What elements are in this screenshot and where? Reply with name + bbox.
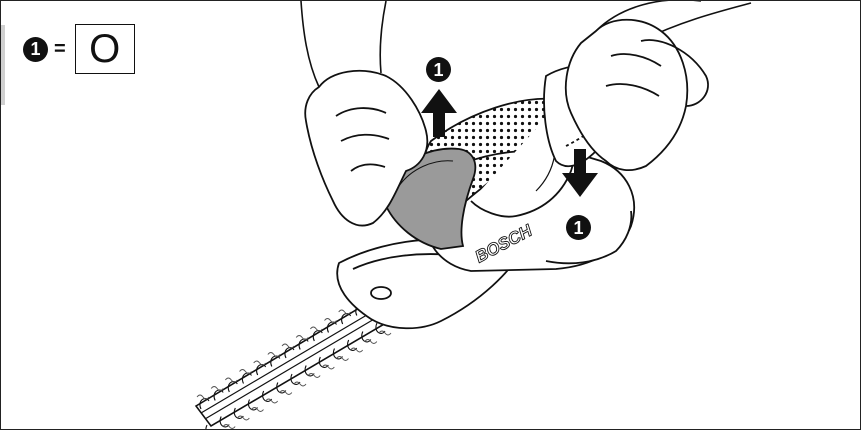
vibration-line [282, 344, 294, 348]
vibration-line [225, 378, 237, 382]
vibration-line [339, 310, 351, 314]
vibration-line [211, 387, 223, 391]
vibration-line [296, 336, 308, 340]
vibration-line [310, 327, 322, 331]
vibration-line [254, 361, 266, 365]
vibration-line [240, 370, 252, 374]
callout-badge-top: 1 [426, 57, 451, 82]
callout-badge-bottom: 1 [566, 215, 591, 240]
vibration-line [268, 353, 280, 357]
vibration-line [325, 319, 337, 323]
vibration-line [197, 395, 209, 399]
